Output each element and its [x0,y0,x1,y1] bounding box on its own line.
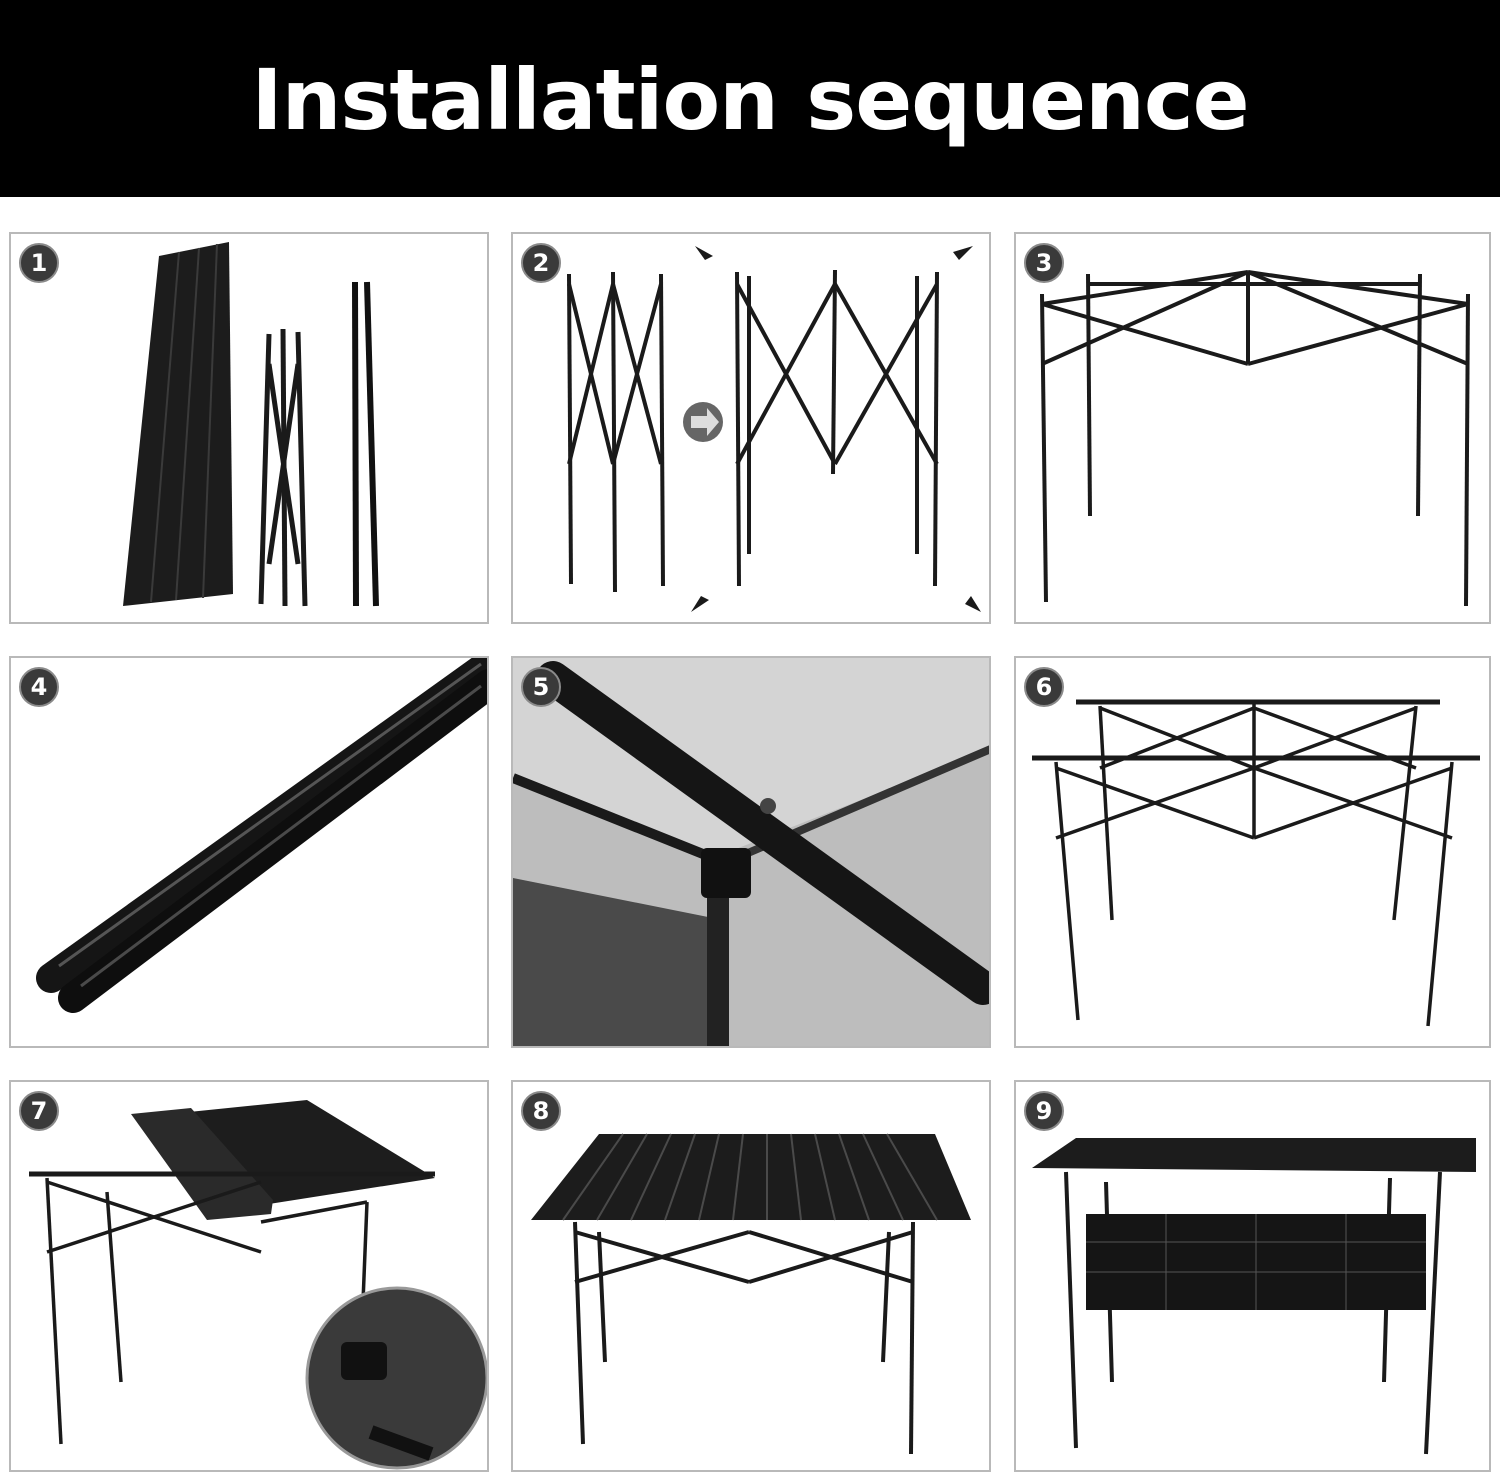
step-panel-8: 8 [511,1080,991,1472]
step-panel-2: 2 [511,232,991,624]
tabletop-rolling-on-illustration [29,1100,487,1470]
folded-parts-illustration [123,242,379,607]
table-with-storage-net-illustration [1032,1138,1476,1455]
assembled-table-illustration [531,1133,971,1455]
support-rods-closeup [36,658,487,1013]
step-number-badge: 6 [1024,667,1064,707]
step-panel-1: 1 [9,232,489,624]
step-panel-7: 7 [9,1080,489,1472]
step-number-badge: 3 [1024,243,1064,283]
step-number-badge: 2 [521,243,561,283]
step-number-badge: 8 [521,1091,561,1131]
step-panel-6: 6 [1014,656,1491,1048]
step-number-badge: 9 [1024,1091,1064,1131]
step-panel-4: 4 [9,656,489,1048]
step-number-badge: 7 [19,1091,59,1131]
step-panel-3: 3 [1014,232,1491,624]
page-title: Installation sequence [251,50,1249,149]
step-number-badge: 4 [19,667,59,707]
step-number-badge: 5 [521,667,561,707]
frame-unfolding-illustration [567,246,981,612]
rails-attached-illustration [1032,699,1480,1027]
step-panel-9: 9 [1014,1080,1491,1472]
step-number-badge: 1 [19,243,59,283]
step-panel-5: 5 [511,656,991,1048]
header-banner: Installation sequence [0,0,1500,197]
rod-clip-closeup [513,658,989,1046]
frame-extended-illustration [1040,270,1470,607]
